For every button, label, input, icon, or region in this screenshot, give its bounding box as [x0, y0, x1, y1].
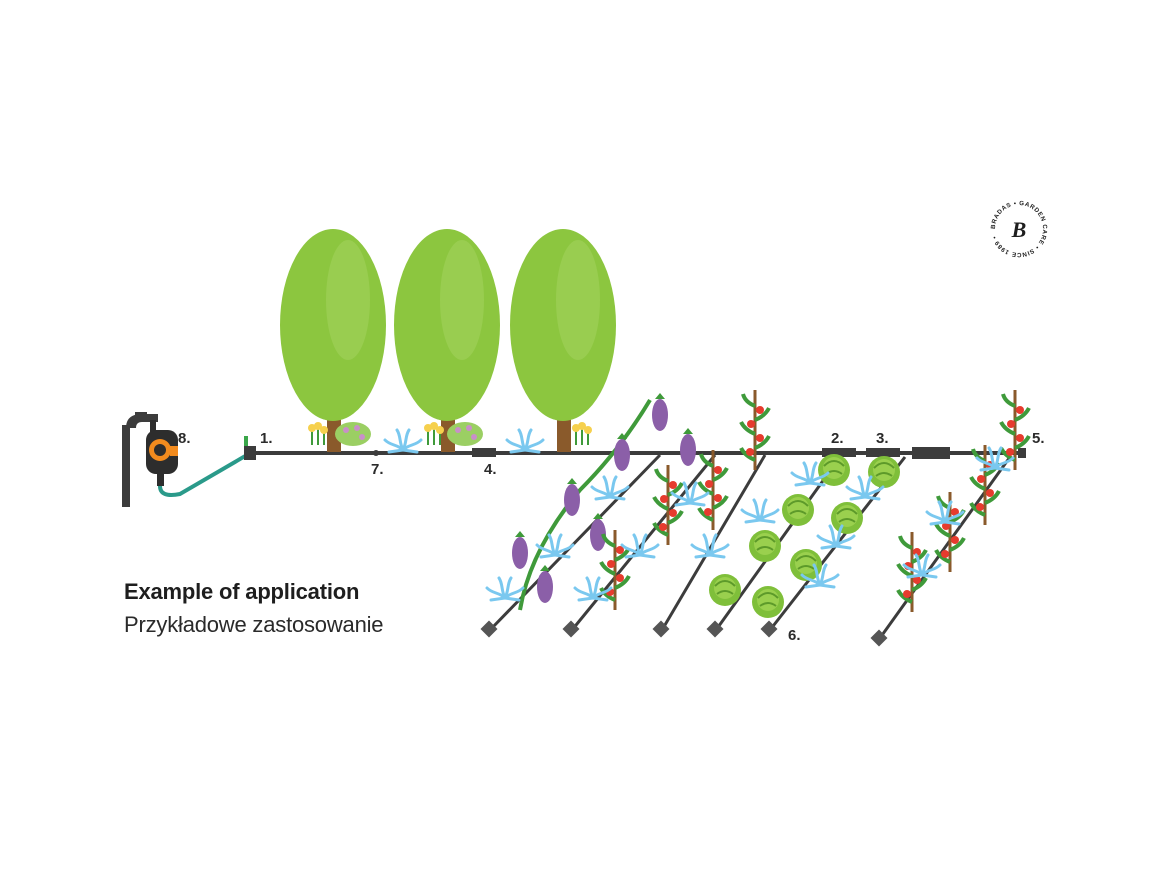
label-5: 5.	[1032, 430, 1045, 447]
end-plug-5	[1018, 448, 1026, 458]
logo-letter: B	[1011, 217, 1027, 242]
water-timer	[146, 420, 178, 486]
tree	[280, 229, 386, 452]
caption-title: Example of application	[124, 579, 360, 604]
water-tap	[122, 412, 158, 507]
coupler-3	[866, 448, 900, 457]
dripper-7	[373, 450, 379, 456]
tee-connector	[912, 447, 950, 459]
caption-subtitle: Przykładowe zastosowanie	[124, 612, 384, 637]
label-3: 3.	[876, 430, 889, 447]
tree	[394, 229, 500, 452]
end-stakes	[480, 620, 888, 647]
label-4: 4.	[484, 461, 497, 478]
label-8: 8.	[178, 430, 191, 447]
eggplant-plants	[512, 393, 696, 611]
tree	[510, 229, 616, 452]
label-6: 6.	[788, 627, 801, 644]
label-7: 7.	[371, 461, 384, 478]
coupler-4	[472, 448, 496, 457]
brand-logo: BRADAS • GARDEN CARE • SINCE 1989 • B	[990, 200, 1048, 258]
connector-1	[244, 446, 256, 460]
label-2: 2.	[831, 430, 844, 447]
shrubs	[308, 422, 592, 446]
label-1: 1.	[260, 430, 273, 447]
coupler-2	[822, 448, 856, 457]
